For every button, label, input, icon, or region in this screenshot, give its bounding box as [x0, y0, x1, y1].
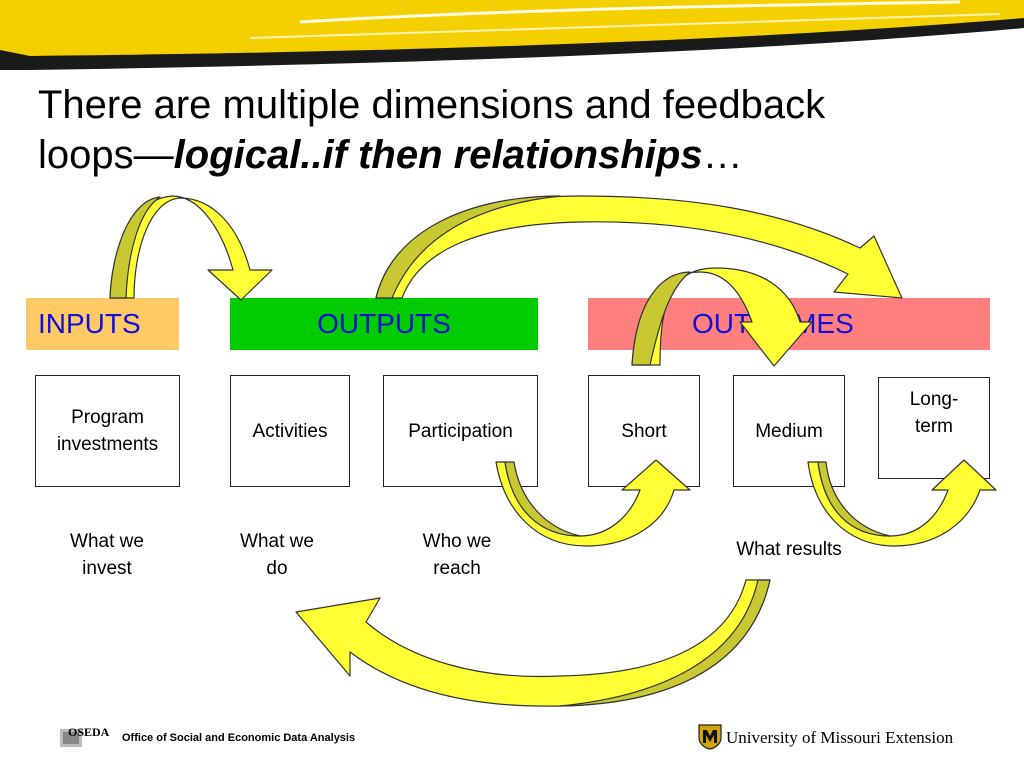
title-emphasis: logical..if then relationships	[173, 133, 703, 177]
outputs-band: OUTPUTS	[230, 298, 538, 350]
title-line-2: loops—logical..if then relationships…	[38, 130, 998, 180]
title-line-2-prefix: loops—	[38, 133, 174, 177]
box-medium-label: Medium	[755, 420, 823, 442]
inputs-band: INPUTS	[26, 298, 179, 350]
box-program-investments-label: Program investments	[56, 407, 159, 455]
box-long-term-label: Long-term	[909, 389, 959, 437]
university-name: University of Missouri Extension	[726, 728, 954, 747]
caption-what-results: What results	[736, 539, 842, 560]
mu-shield-icon	[698, 724, 722, 750]
arrow-outputs-to-outcomes-icon	[375, 195, 903, 299]
oseda-logo-icon	[60, 729, 82, 747]
box-activities: Activities	[230, 375, 350, 487]
caption-what-we-invest: What we invest	[70, 531, 144, 579]
university-footer: University of Missouri Extension	[698, 724, 988, 752]
inputs-band-label: INPUTS	[38, 308, 141, 339]
slide-title: There are multiple dimensions and feedba…	[38, 80, 998, 180]
caption-what-we-do: What we do	[240, 531, 314, 579]
box-program-investments: Program investments	[35, 375, 180, 487]
outputs-band-label: OUTPUTS	[317, 308, 451, 339]
oseda-name: Office of Social and Economic Data Analy…	[122, 732, 356, 744]
box-short-label: Short	[621, 420, 667, 442]
title-suffix: …	[702, 133, 743, 177]
box-activities-label: Activities	[252, 420, 328, 442]
oseda-logo-text: OSEDA	[68, 725, 110, 739]
box-long-term: Long-term	[878, 377, 990, 479]
oseda-footer: OSEDA Office of Social and Economic Data…	[60, 725, 390, 751]
arrow-inputs-to-outputs-icon	[109, 195, 273, 301]
caption-who-we-reach: Who we reach	[422, 531, 492, 579]
box-participation-label: Participation	[408, 420, 513, 442]
arrow-outcomes-to-outputs-feedback-icon	[295, 579, 771, 707]
title-line-1: There are multiple dimensions and feedba…	[38, 83, 826, 127]
box-short: Short	[588, 375, 700, 487]
